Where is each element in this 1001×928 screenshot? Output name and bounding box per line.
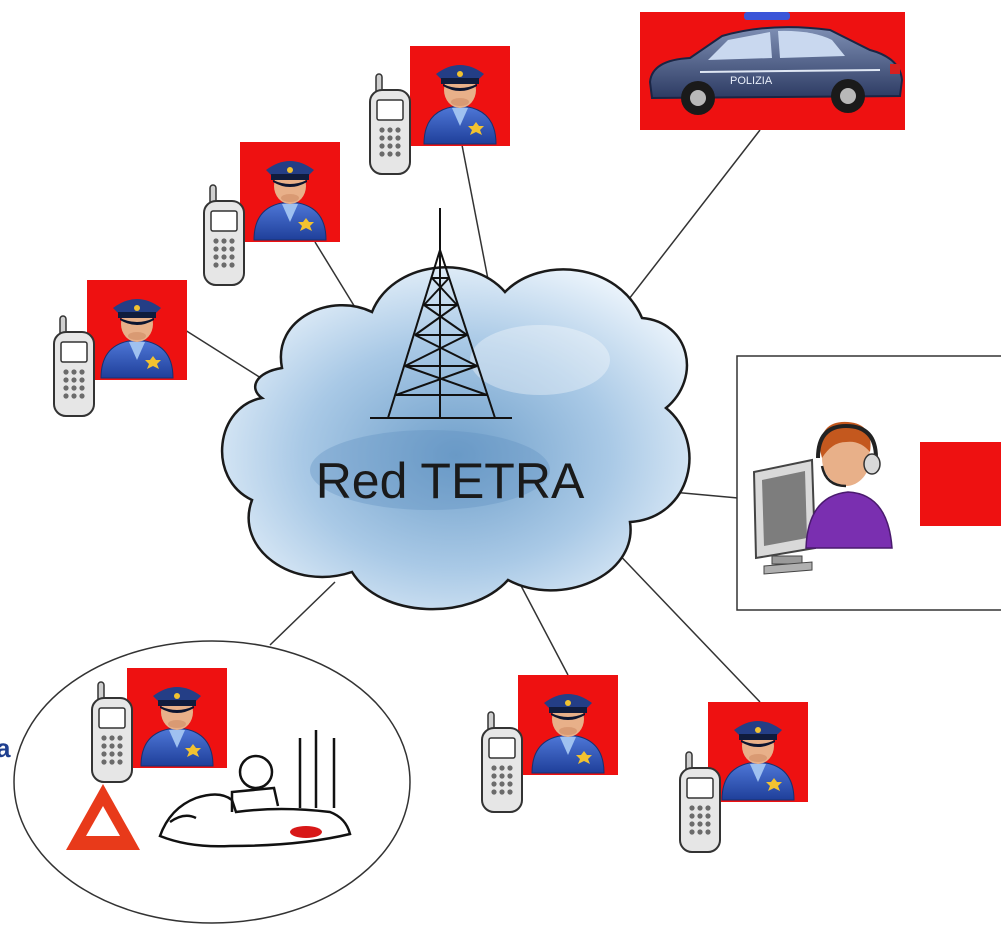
officer-radio-node-5 <box>679 702 808 853</box>
police-car-node: POLIZIA <box>640 12 905 130</box>
handheld-radio-icon <box>481 711 523 813</box>
overturned-vehicle-icon <box>158 730 352 848</box>
stray-letter-label: a <box>0 733 11 763</box>
link-officer-3 <box>461 144 493 301</box>
link-police-car <box>621 129 761 309</box>
accident-spill <box>290 826 322 838</box>
computer-monitor-icon <box>752 458 817 575</box>
handheld-radio-icon <box>369 73 411 175</box>
link-field-group <box>269 581 336 646</box>
officer-radio-node-3 <box>369 46 510 175</box>
field-group-node <box>13 640 411 924</box>
radio-tower-icon <box>370 208 512 419</box>
dispatch-operator-icon <box>805 421 893 549</box>
cloud-label: Red TETRA <box>316 453 585 509</box>
network-links <box>184 129 761 703</box>
tetra-network-cloud: Red TETRA <box>220 208 691 611</box>
svg-text:POLIZIA: POLIZIA <box>730 75 773 87</box>
officer-radio-node-1 <box>53 280 187 417</box>
red-tile <box>920 442 1001 526</box>
link-officer-1 <box>184 329 273 386</box>
link-officer-5 <box>609 544 761 703</box>
police-car-icon: POLIZIA <box>648 12 904 115</box>
handheld-radio-icon <box>203 184 245 286</box>
warning-triangle-icon <box>66 784 140 850</box>
officer-radio-node-4 <box>481 675 618 813</box>
link-officer-4 <box>517 579 569 676</box>
dispatch-operator-node <box>736 355 1001 611</box>
officer-radio-node-2 <box>203 142 340 286</box>
